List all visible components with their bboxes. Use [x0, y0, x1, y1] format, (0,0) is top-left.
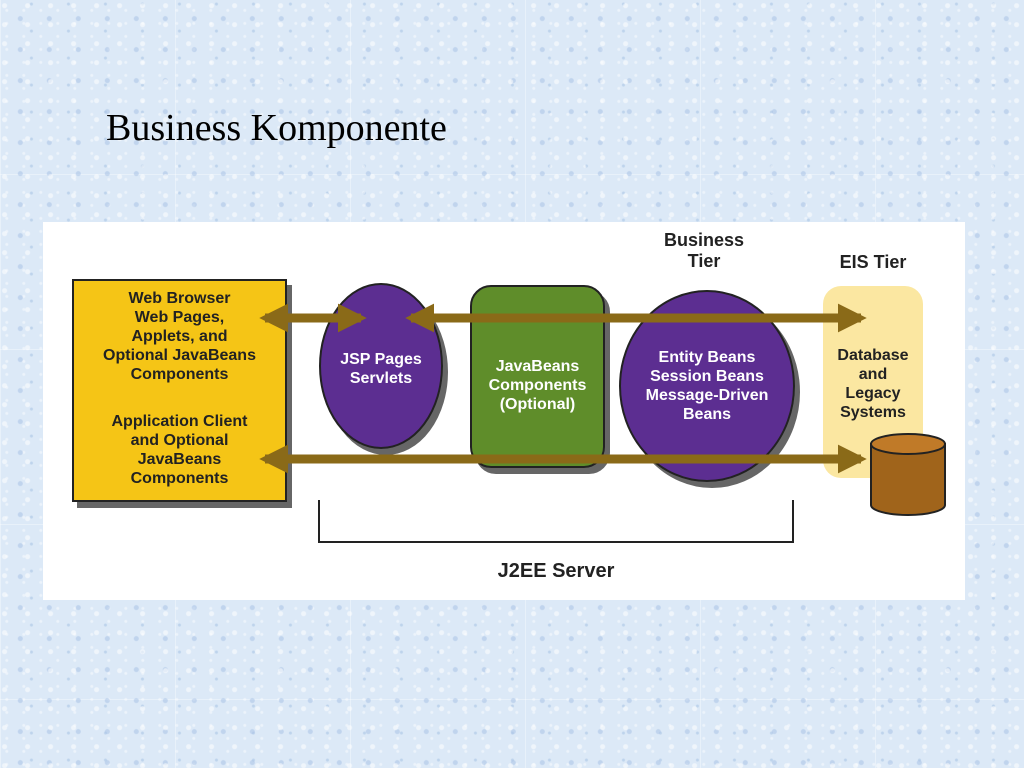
client-box: [72, 279, 287, 502]
ejb-label: Entity Beans Session Beans Message-Drive…: [645, 349, 769, 423]
j2ee-server-bracket: [318, 500, 794, 543]
database-icon: [870, 433, 946, 516]
j2ee-server-label: J2EE Server: [497, 560, 615, 582]
business-tier-header: Business Tier: [663, 230, 745, 271]
slide-title: Business Komponente: [106, 107, 447, 149]
client-app-label: Application Client and Optional JavaBean…: [111, 413, 248, 487]
diagram-graphics: [72, 279, 946, 543]
ejb-oval: [619, 290, 795, 482]
web-tier-label: JSP Pages Servlets: [340, 351, 422, 387]
client-web-label: Web Browser Web Pages, Applets, and Opti…: [103, 290, 256, 383]
architecture-diagram: Business Tier EIS Tier Web Browser Web P…: [43, 222, 965, 600]
eis-tier-box: [823, 286, 923, 478]
eis-label: Database and Legacy Systems: [837, 347, 909, 421]
javabeans-label: JavaBeans Components (Optional): [488, 358, 587, 413]
eis-tier-header: EIS Tier: [839, 252, 907, 272]
